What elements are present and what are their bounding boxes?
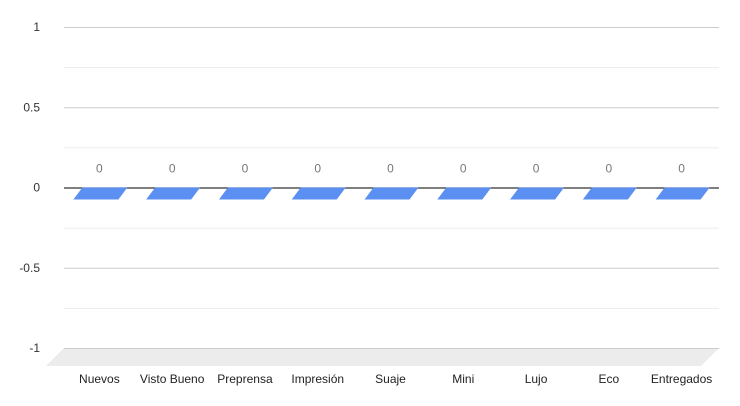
x-axis-categories: Nuevos Visto Bueno Preprensa Impresión Suaje… [79,372,712,386]
data-label: 0 [242,162,249,176]
data-label: 0 [169,162,176,176]
x-category-label: Preprensa [217,372,273,386]
x-category-label: Lujo [525,372,548,386]
y-tick-label: 0.5 [23,100,40,114]
bars [73,187,710,200]
bar [218,187,273,200]
data-label: 0 [314,162,321,176]
x-category-label: Eco [598,372,619,386]
y-tick-label: 0 [33,181,40,195]
bar [73,187,128,200]
data-label: 0 [605,162,612,176]
bar [437,187,492,200]
x-category-label: Entregados [651,372,712,386]
bar [146,187,201,200]
data-label: 0 [678,162,685,176]
y-tick-label: 1 [33,20,40,34]
data-labels: 0 0 0 0 0 0 0 0 0 [96,162,685,176]
bar [655,187,710,200]
y-axis-ticks: 1 0.5 0 -0.5 -1 [19,20,40,355]
y-tick-label: -0.5 [19,261,40,275]
bar [364,187,419,200]
data-label: 0 [387,162,394,176]
x-category-label: Nuevos [79,372,120,386]
x-category-label: Suaje [375,372,406,386]
chart-floor [46,348,719,366]
bar [291,187,346,200]
bar [582,187,637,200]
y-tick-label: -1 [29,341,40,355]
x-category-label: Mini [452,372,474,386]
x-category-label: Visto Bueno [140,372,205,386]
data-label: 0 [96,162,103,176]
bar [510,187,565,200]
data-label: 0 [533,162,540,176]
x-category-label: Impresión [291,372,344,386]
chart-floor-plane [46,348,719,366]
data-label: 0 [460,162,467,176]
